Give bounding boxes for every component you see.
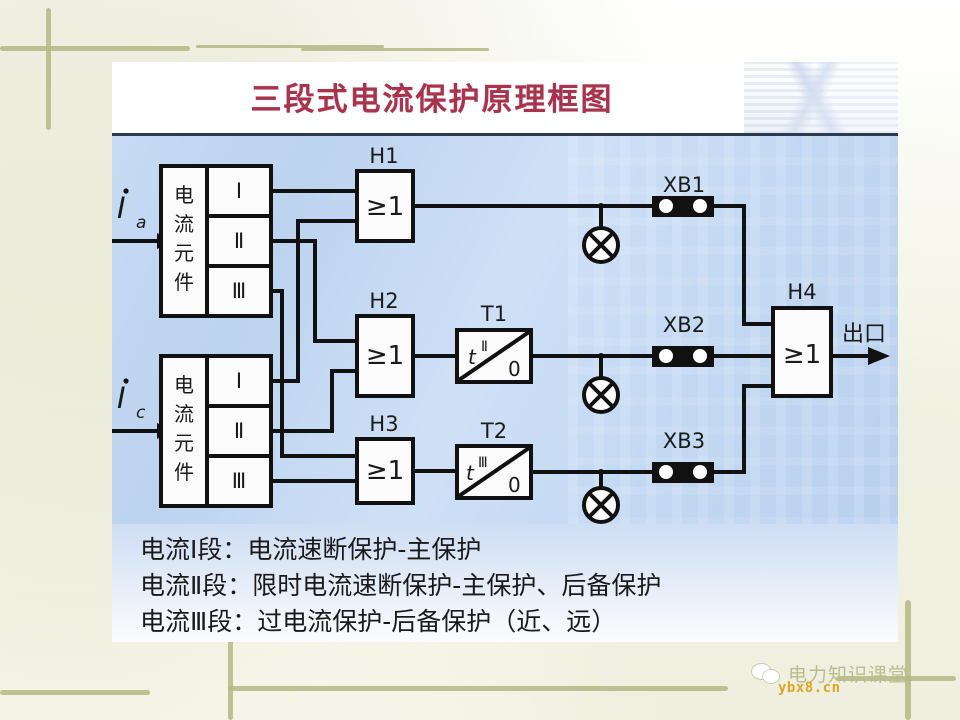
current-element-1-stage-2-label: Ⅱ [234,229,244,253]
input-ic-dot [123,378,129,384]
link-xb3-tag: XB3 [663,429,705,453]
timer-t1: T1 t Ⅱ 0 [455,302,603,384]
output-label: 出口 [842,322,886,347]
legend-line-2: 电流Ⅱ段：限时电流速断保护-主保护、后备保护 [140,571,662,600]
or-gate-h3-tag: H3 [369,412,398,436]
current-element-1-char-1: 流 [174,212,194,236]
timer-t2-diagonal [457,446,531,498]
link-xb3-pin-left [659,465,673,479]
current-element-2-char-2: 元 [174,431,194,455]
current-element-1-stage-3-label: Ⅲ [232,279,246,303]
link-xb1-pin-right [693,199,707,213]
watermark-account: 电力知识课堂 [788,664,909,686]
protection-block-diagram: I a 电 流 元 件 Ⅰ Ⅱ Ⅲ I c [112,133,898,525]
timer-t1-tag: T1 [480,302,507,326]
or-gate-h2: H2 ≥1 [355,289,459,398]
or-gate-h2-symbol: ≥1 [366,341,404,371]
decorative-branch-bottom [228,686,728,691]
wire-xb3-to-h4 [712,384,775,474]
current-element-1-char-0: 电 [174,183,194,207]
signal-lamp-3 [582,469,620,524]
input-ic-symbol: I [117,381,126,415]
timer-t2-reset-symbol: 0 [508,473,521,497]
watermark-domain: ybx8.cn [778,680,841,696]
timer-t2-exponent: Ⅲ [478,455,488,471]
link-xb2-tag: XB2 [663,313,705,337]
current-element-2-stage-1-label: Ⅰ [236,369,242,393]
link-xb1-tag: XB1 [663,173,705,197]
current-element-1: 电 流 元 件 Ⅰ Ⅱ Ⅲ [159,164,273,318]
panel-ghost-texture [568,136,898,525]
current-element-2: 电 流 元 件 Ⅰ Ⅱ Ⅲ [159,354,273,508]
decorative-branch-vertical [46,8,51,130]
current-element-1-char-3: 件 [174,270,194,294]
link-xb3: XB3 [599,384,775,483]
current-element-1-char-2: 元 [174,241,194,265]
or-gate-h1-symbol: ≥1 [366,192,404,222]
or-gate-h4-symbol: ≥1 [783,340,821,370]
input-ia-symbol: I [117,191,126,225]
wechat-icon [752,663,782,685]
link-xb2-pin-right [693,349,707,363]
wire-ce2-i-to-h1 [269,219,359,383]
current-element-2-stage-3-label: Ⅲ [232,469,246,493]
current-element-2-stage-2-label: Ⅱ [234,419,244,443]
timer-t2-delay-symbol: t [466,461,475,485]
link-xb1-pin-left [659,199,673,213]
legend-line-3: 电流Ⅲ段：过电流保护-后备保护（近、远） [140,607,617,636]
input-ia-dot [123,188,129,194]
or-gate-h4-tag: H4 [787,280,816,304]
link-xb2-pin-left [659,349,673,363]
timer-t1-diagonal [457,330,531,382]
wire-ce1-ii-to-h2 [269,239,359,343]
lamp-2-cross-b [587,381,615,409]
signal-lamp-2 [582,353,620,414]
decorative-branch-horizontal [0,46,190,51]
or-gate-h1-tag: H1 [369,144,398,168]
timer-t2-tag: T2 [480,419,507,443]
wire-ce1-iii-to-h3 [269,289,359,458]
watermark: 电力知识课堂 [752,660,908,687]
page-title: 三段式电流保护原理框图 [250,81,614,118]
lamp-1-cross-b [587,231,615,259]
current-element-2-char-3: 件 [174,460,194,484]
output-arrow [868,347,890,365]
current-element-2-stage-2 [205,404,273,458]
lamp-3-cross-b [587,491,615,519]
legend-block: 电流Ⅰ段：电流速断保护-主保护 电流Ⅱ段：限时电流速断保护-主保护、后备保护 电… [112,524,898,642]
wire-ce2-ii-to-h2 [269,369,359,433]
header-decorative-image [744,62,898,134]
decorative-branch-bottom-left [0,690,150,695]
or-gate-h4-body [771,306,833,398]
input-ia-subscript: a [136,213,146,233]
legend-line-1: 电流Ⅰ段：电流速断保护-主保护 [140,535,482,564]
or-gate-h1-body [355,169,415,243]
current-element-2-char-1: 流 [174,402,194,426]
signal-lamp-1 [582,203,620,264]
timer-t1-reset-symbol: 0 [508,357,521,381]
or-gate-h3-symbol: ≥1 [366,456,404,486]
current-element-2-char-0: 电 [174,373,194,397]
link-xb2: XB2 [599,313,775,367]
timer-t2: T2 t Ⅲ 0 [455,419,603,500]
decorative-branch-right [905,600,911,720]
or-gate-h3: H3 ≥1 [355,412,459,505]
input-ic-subscript: c [136,403,146,423]
decorative-branch-bottom-stem [228,640,233,720]
link-xb3-pin-right [693,465,707,479]
decorative-branch-bottom-right [836,676,956,681]
timer-t1-delay-symbol: t [468,345,477,369]
wire-xb1-to-h4 [712,204,775,326]
interconnect-wiring [269,189,359,483]
or-gate-h4: H4 ≥1 出口 [771,280,890,398]
timer-t1-exponent: Ⅱ [481,339,488,355]
or-gate-h2-tag: H2 [369,289,398,313]
or-gate-h1: H1 ≥1 [355,144,603,243]
current-element-1-stage-1-label: Ⅰ [236,179,242,203]
diagram-canvas: I a 电 流 元 件 Ⅰ Ⅱ Ⅲ I c [112,144,890,524]
link-xb1: XB1 [599,173,775,326]
or-gate-h2-body [355,314,415,398]
